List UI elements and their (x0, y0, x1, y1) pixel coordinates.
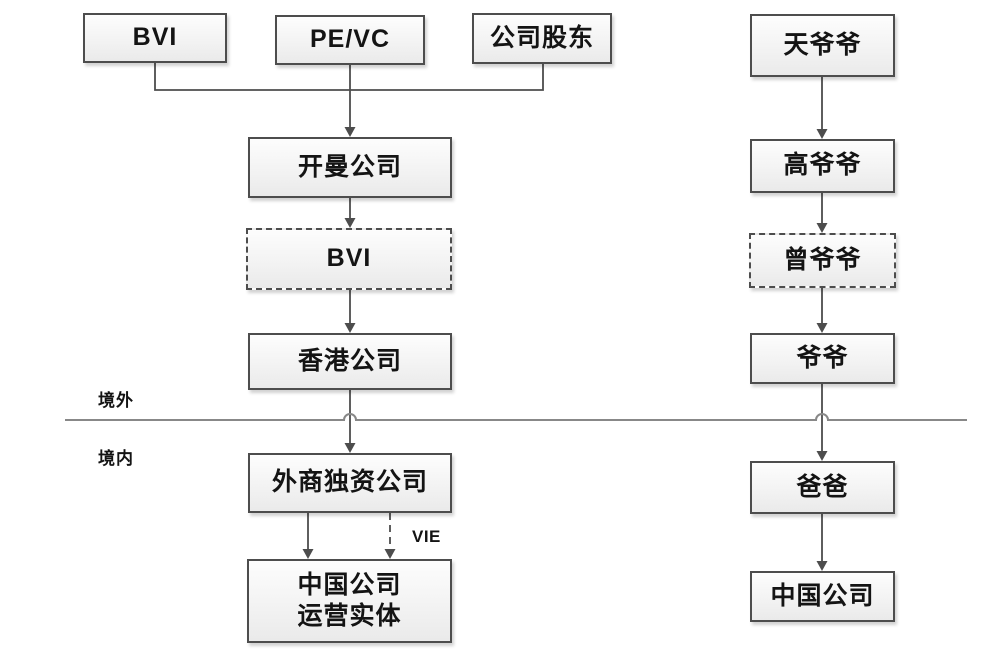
node-label: 中国公司 (770, 581, 875, 610)
connector-gao-to-zeng-arrow (816, 193, 828, 233)
connector-tian-to-gao-arrow (816, 77, 828, 139)
node-label: 香港公司 (297, 346, 402, 375)
node-wfoe: 外商独资公司 (248, 453, 452, 513)
node-label-line2: 运营实体 (297, 602, 402, 630)
vie-edge-label: VIE (412, 527, 441, 546)
node-label: BVI (132, 23, 178, 52)
node-company-shareholders: 公司股东 (472, 13, 612, 64)
connector-pevc-to-cayman-arrow (344, 65, 356, 137)
node-china-company: 中国公司 (750, 571, 895, 622)
connector-shareholders-merge (154, 63, 544, 91)
node-label: 天爷爷 (783, 30, 862, 59)
connector-baba-to-chinaco-arrow (816, 514, 828, 571)
offshore-onshore-divider (65, 413, 967, 421)
node-cayman-company: 开曼公司 (248, 137, 452, 198)
connector-hongkong-to-wfoe-arrow (344, 390, 356, 453)
node-label: 公司股东 (489, 23, 594, 52)
node-label: 曾爷爷 (783, 245, 862, 274)
node-baba: 爸爸 (750, 461, 895, 514)
node-label: 爷爷 (796, 343, 849, 372)
onshore-region-label: 境内 (98, 449, 134, 468)
node-china-operating-entity: 中国公司 运营实体 (247, 559, 452, 643)
node-label: 开曼公司 (297, 152, 402, 181)
node-hongkong-company: 香港公司 (248, 333, 452, 390)
node-label: BVI (326, 244, 372, 273)
node-yeye: 爷爷 (750, 333, 895, 384)
node-bvi-shareholder: BVI (83, 13, 227, 63)
connector-wfoe-to-operating-arrow (302, 513, 314, 559)
node-label: 爸爸 (796, 472, 849, 501)
node-pe-vc: PE/VC (275, 15, 425, 65)
node-gao-yeye: 高爷爷 (750, 139, 895, 193)
connector-zeng-to-yeye-arrow (816, 288, 828, 333)
node-label: PE/VC (309, 25, 391, 54)
offshore-region-label: 境外 (98, 391, 134, 410)
connector-bvi-to-hongkong-arrow (344, 290, 356, 333)
node-tian-yeye: 天爷爷 (750, 14, 895, 77)
node-zeng-yeye: 曾爷爷 (749, 233, 896, 288)
node-label-line1: 中国公司 (297, 570, 402, 599)
node-label: 外商独资公司 (271, 468, 428, 497)
connector-yeye-to-baba-arrow (816, 384, 828, 461)
node-label: 高爷爷 (783, 151, 862, 180)
connector-vie-dashed-arrow (384, 513, 396, 559)
node-bvi-intermediate: BVI (246, 228, 452, 290)
connector-cayman-to-bvi-arrow (344, 198, 356, 228)
